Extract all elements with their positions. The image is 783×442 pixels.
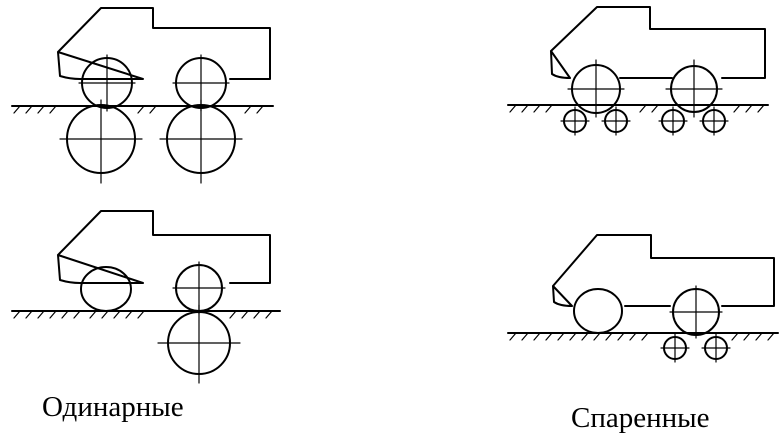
floor-line: [507, 332, 779, 341]
front-wheel: [80, 266, 132, 312]
floor-line: [11, 310, 281, 319]
truck-body: [552, 234, 775, 307]
scheme-paired-rear-axle: [507, 234, 779, 363]
scheme-single-two-axles: [11, 7, 274, 184]
truck-body: [57, 210, 271, 284]
scheme-single-rear-axle: [11, 210, 281, 384]
floor-line: [11, 105, 274, 114]
caption-paired: Спаренные: [571, 402, 710, 434]
truck-body: [57, 7, 271, 80]
caption-single: Одинарные: [42, 391, 184, 423]
front-wheel: [573, 288, 623, 334]
floor-line: [507, 104, 769, 113]
truck-body: [550, 6, 766, 79]
scheme-paired-two-axles: [507, 6, 769, 136]
